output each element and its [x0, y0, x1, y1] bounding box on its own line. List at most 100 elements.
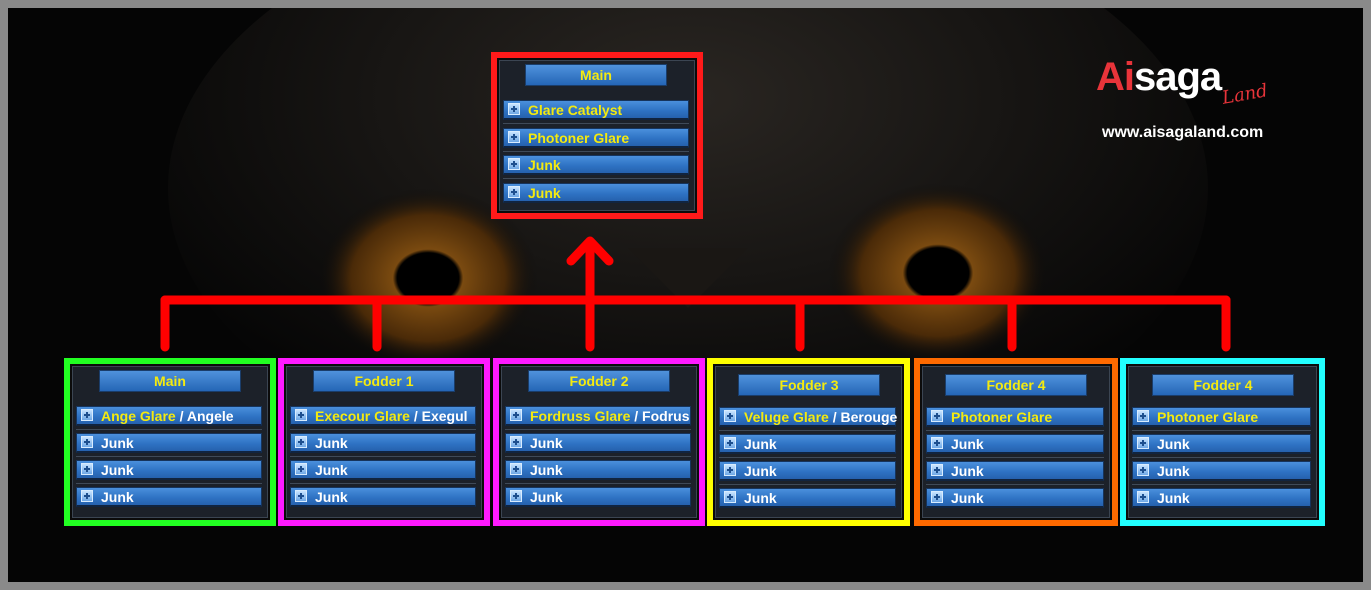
row-divider [503, 150, 689, 152]
slot-secondary-name: Junk [744, 436, 777, 452]
slot-row[interactable]: Junk [1132, 488, 1311, 508]
plus-icon[interactable] [510, 436, 522, 448]
slot-row[interactable]: Junk [926, 434, 1104, 454]
plus-icon[interactable] [724, 437, 736, 449]
slot-label: Junk [528, 156, 561, 174]
slot-row[interactable]: Junk [290, 433, 476, 453]
plus-icon[interactable] [295, 490, 307, 502]
plus-icon[interactable] [508, 130, 520, 143]
plus-icon[interactable] [1137, 464, 1149, 476]
plus-icon[interactable] [508, 185, 520, 198]
plus-icon[interactable] [295, 436, 307, 448]
plus-icon[interactable] [81, 490, 93, 502]
slot-label: Junk [315, 488, 348, 506]
row-divider [505, 456, 691, 457]
slot-secondary-name: Junk [744, 463, 777, 479]
slot-secondary-name: Junk [951, 436, 984, 452]
slot-row[interactable]: Junk [290, 487, 476, 507]
plus-icon[interactable] [1137, 437, 1149, 449]
slot-label: Junk [101, 434, 134, 452]
slot-secondary-name: Fodrus [642, 408, 690, 424]
slot-row[interactable]: Junk [926, 461, 1104, 481]
slot-row[interactable]: Junk [719, 434, 896, 454]
slot-label: Junk [530, 461, 563, 479]
plus-icon[interactable] [931, 464, 943, 476]
row-divider [290, 456, 476, 457]
panel-title: Fodder 4 [945, 374, 1087, 396]
slot-row[interactable]: Junk [290, 460, 476, 480]
plus-icon[interactable] [81, 409, 93, 421]
brand-mark-ai: Ai [1096, 55, 1135, 99]
slot-label: Junk [530, 434, 563, 452]
plus-icon[interactable] [510, 490, 522, 502]
plus-icon[interactable] [724, 491, 736, 503]
slot-row[interactable]: Junk [719, 461, 896, 481]
row-divider [76, 429, 262, 430]
plus-icon[interactable] [931, 491, 943, 503]
slot-row[interactable]: Photoner Glare [926, 407, 1104, 427]
slot-row[interactable]: Photoner Glare [1132, 407, 1311, 427]
slot-secondary-name: Junk [101, 489, 134, 505]
plus-icon[interactable] [508, 158, 520, 170]
slot-label: Photoner Glare [1157, 408, 1258, 426]
brand-script: Land [1220, 80, 1270, 109]
plus-icon[interactable] [81, 463, 93, 475]
plus-icon[interactable] [931, 437, 943, 449]
row-divider [505, 429, 691, 430]
plus-icon[interactable] [81, 436, 93, 448]
slot-row[interactable]: Ange Glare / Angele [76, 406, 262, 426]
slot-row[interactable]: Execour Glare / Exegul [290, 406, 476, 426]
plus-icon[interactable] [295, 409, 307, 421]
slot-primary-name: Fordruss Glare [530, 408, 631, 424]
row-divider [503, 123, 689, 124]
slot-separator: / [175, 408, 187, 424]
slot-label: Ange Glare / Angele [101, 407, 234, 425]
slot-row[interactable]: Junk [503, 155, 689, 175]
panel-title: Fodder 3 [738, 374, 880, 396]
plus-icon[interactable] [1137, 410, 1149, 422]
slot-label: Junk [101, 488, 134, 506]
row-divider [503, 178, 689, 179]
plus-icon[interactable] [1137, 491, 1149, 503]
slot-row[interactable]: Veluge Glare / Berouge [719, 407, 897, 427]
plus-icon[interactable] [510, 463, 522, 475]
brand-url: www.aisagaland.com [1102, 124, 1264, 141]
slot-label: Junk [1157, 435, 1190, 453]
slot-separator: / [409, 408, 422, 424]
slot-row[interactable]: Junk [76, 487, 262, 507]
slot-separator: / [828, 409, 841, 425]
slot-row[interactable]: Junk [719, 488, 896, 508]
slot-row[interactable]: Glare Catalyst [503, 100, 689, 120]
brand-wordmark: Aisaga [1096, 54, 1222, 100]
slot-row[interactable]: Junk [926, 488, 1104, 508]
slot-separator: / [630, 408, 643, 424]
slot-secondary-name: Junk [315, 462, 348, 478]
slot-row[interactable]: Junk [76, 433, 262, 453]
row-divider [1132, 430, 1311, 431]
slot-label: Junk [744, 435, 777, 453]
plus-icon[interactable] [724, 410, 736, 422]
slot-row[interactable]: Photoner Glare [503, 127, 689, 148]
slot-primary-name: Ange Glare [101, 408, 176, 424]
plus-icon[interactable] [295, 463, 307, 475]
slot-row[interactable]: Fordruss Glare / Fodrus [505, 406, 691, 426]
row-divider [505, 483, 691, 484]
slot-row[interactable]: Junk [1132, 461, 1311, 481]
slot-row[interactable]: Junk [76, 460, 262, 480]
slot-label: Junk [315, 461, 348, 479]
plus-icon[interactable] [724, 464, 736, 476]
slot-row[interactable]: Junk [505, 433, 691, 453]
slot-label: Junk [951, 462, 984, 480]
slot-row[interactable]: Junk [505, 487, 691, 507]
plus-icon[interactable] [510, 409, 522, 421]
slot-row[interactable]: Junk [503, 182, 689, 203]
slot-row[interactable]: Junk [505, 460, 691, 480]
plus-icon[interactable] [508, 103, 520, 115]
row-divider [926, 457, 1104, 458]
plus-icon[interactable] [931, 410, 943, 422]
row-divider [719, 484, 896, 485]
slot-row[interactable]: Junk [1132, 434, 1311, 454]
